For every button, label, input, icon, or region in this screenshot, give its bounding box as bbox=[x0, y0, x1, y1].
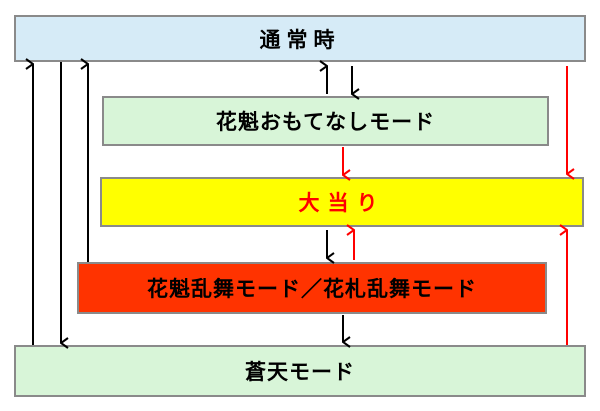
state-ranbu-label: 花魁乱舞モード／花札乱舞モード bbox=[147, 277, 477, 301]
state-ranbu-mode: 花魁乱舞モード／花札乱舞モード bbox=[77, 262, 547, 314]
state-jackpot: 大当り bbox=[100, 177, 584, 227]
state-oiran-omotenashi-mode: 花魁おもてなしモード bbox=[102, 96, 549, 146]
state-normal: 通常時 bbox=[14, 15, 586, 62]
state-normal-label: 通常時 bbox=[259, 27, 341, 52]
state-soten-mode: 蒼天モード bbox=[14, 345, 586, 397]
state-jackpot-label: 大当り bbox=[298, 191, 386, 215]
state-oiran-label: 花魁おもてなしモード bbox=[215, 110, 436, 134]
state-soten-label: 蒼天モード bbox=[245, 360, 355, 384]
